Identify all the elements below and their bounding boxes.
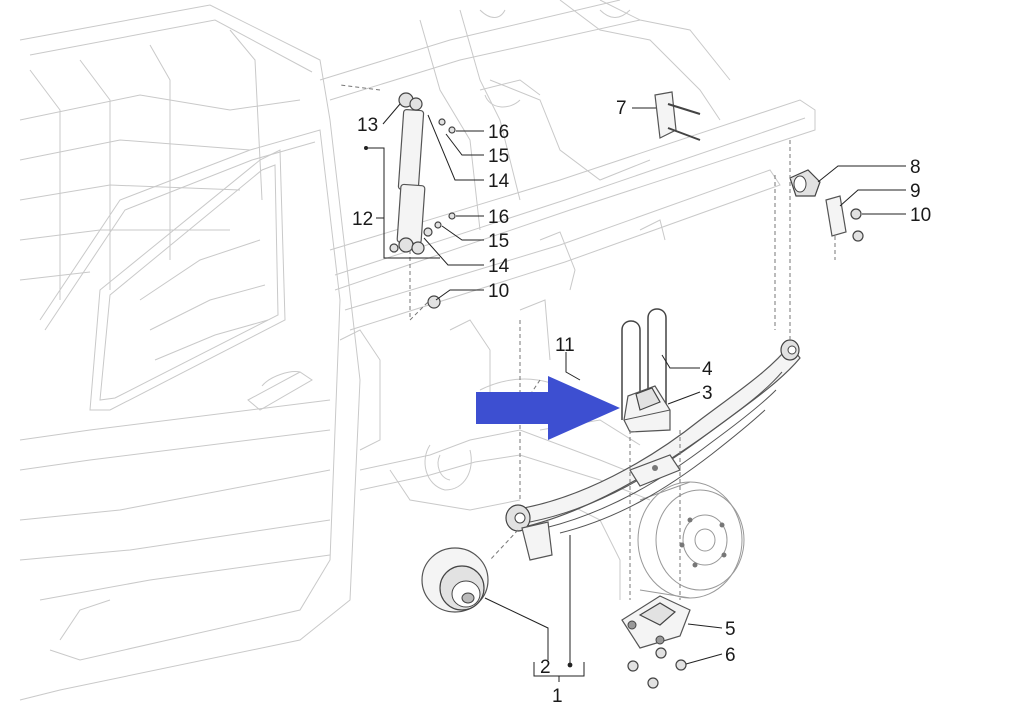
cab-line-art [19, 4, 361, 701]
shock-absorber [389, 92, 456, 309]
callout-10-shackle: 10 [910, 205, 932, 226]
bump-stop [623, 385, 671, 433]
shackle-bushing [789, 169, 821, 197]
callout-5: 5 [725, 619, 736, 640]
callout-16-lower: 16 [488, 207, 510, 228]
callout-3: 3 [702, 383, 713, 404]
leader-lines [364, 103, 906, 682]
callout-14-upper: 14 [488, 171, 510, 192]
u-bolts [621, 308, 667, 420]
callout-15-upper: 15 [488, 146, 510, 167]
callout-7: 7 [616, 98, 627, 119]
callout-15-lower: 15 [488, 231, 510, 252]
callout-2: 2 [540, 657, 551, 678]
right-arrow-icon [476, 376, 620, 440]
spring-seat [621, 595, 691, 649]
leaf-spring [505, 339, 801, 561]
shackle-plate [654, 91, 701, 141]
callout-11: 11 [555, 335, 575, 356]
spring-bushing [421, 547, 489, 613]
callout-12: 12 [352, 209, 374, 230]
shackle-link [825, 195, 864, 242]
callout-8: 8 [910, 157, 921, 178]
callout-6: 6 [725, 645, 736, 666]
callout-10-shock: 10 [488, 281, 510, 302]
callout-1: 1 [552, 686, 563, 707]
callout-16-upper: 16 [488, 122, 510, 143]
callout-14-lower: 14 [488, 256, 510, 277]
nuts [627, 647, 687, 689]
callout-13: 13 [357, 115, 379, 136]
brake-drum [637, 481, 745, 599]
callout-4: 4 [702, 359, 713, 380]
callout-9: 9 [910, 181, 921, 202]
